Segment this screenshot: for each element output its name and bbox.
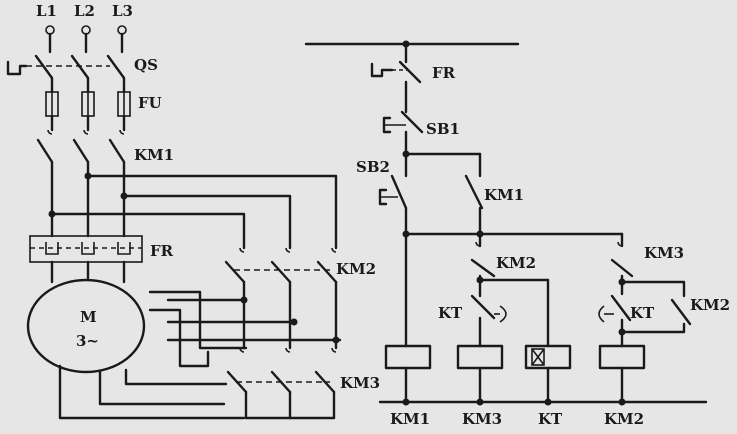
label-sb1: SB1 [426,120,460,138]
label-qs: QS [134,56,158,74]
qs-switch [6,54,126,94]
label-l3: L3 [112,2,133,20]
km2-nc-contact [470,232,496,298]
fr-nc-contact [370,60,422,114]
label-km3-main: KM3 [340,374,380,392]
coil-label-kt: KT [538,410,563,428]
label-sb2: SB2 [356,158,390,176]
label-kt-no: KT [630,304,655,322]
motor-label-m: M [80,308,97,326]
kt-no-timed-contact [598,294,632,348]
sb2-start-button [378,152,408,236]
coil-km1 [384,344,432,404]
motor-label-phase: 3~ [76,332,99,350]
label-l2: L2 [74,2,95,20]
km1-main-contacts [36,129,126,238]
phase-terminals [45,25,127,54]
kt-nc-timed-contact [470,294,507,348]
coil-km2 [598,344,646,404]
coil-km3 [456,344,504,404]
label-fr-ctrl: FR [432,64,456,82]
km2-hold-contact [620,298,692,334]
label-kt-nc: KT [438,304,463,322]
label-fu: FU [138,94,162,112]
coil-kt [524,344,572,404]
km1-aux-contact [464,174,484,236]
coil-label-km1: KM1 [390,410,430,428]
motor [26,278,146,374]
km2-main-contacts [224,247,338,350]
label-km1-aux: KM1 [484,186,524,204]
label-km2-hold: KM2 [690,296,730,314]
label-km2-nc: KM2 [496,254,536,272]
power-circuit: L1 L2 L3 QS FU [6,2,380,420]
label-fr-main: FR [150,242,174,260]
label-km1-main: KM1 [134,146,174,164]
label-km3-nc: KM3 [644,244,684,262]
fr-thermal-relay [29,235,143,263]
fu-fuses [45,91,131,132]
label-l1: L1 [36,2,57,20]
control-circuit: FR SB1 SB2 KM1 [304,40,730,428]
sb1-stop-button [382,110,424,156]
coil-label-km2: KM2 [604,410,644,428]
km3-main-contacts [226,347,337,420]
coil-label-km3: KM3 [462,410,502,428]
label-km2-main: KM2 [336,260,376,278]
